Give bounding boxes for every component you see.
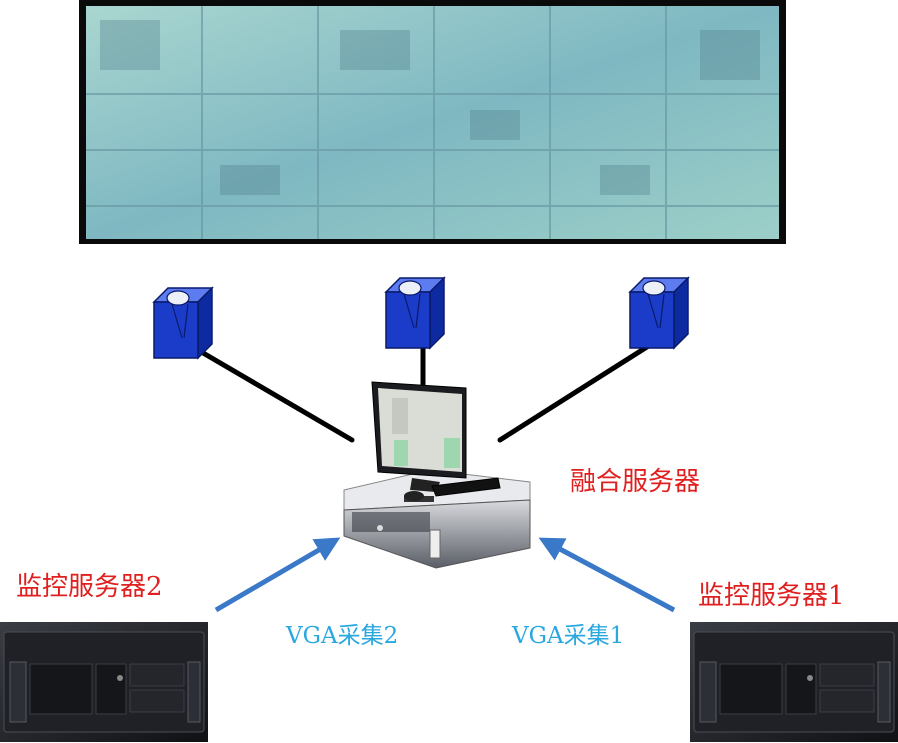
fusion-server-workstation xyxy=(343,381,531,569)
label-monitor-server-1: 监控服务器1 xyxy=(698,581,845,611)
projector-right-icon xyxy=(629,277,689,349)
video-wall xyxy=(79,0,786,244)
label-vga-capture-2: VGA采集2 xyxy=(286,623,399,649)
label-vga-capture-1: VGA采集1 xyxy=(512,623,625,649)
cable-left xyxy=(195,347,355,443)
label-monitor-server-2: 监控服务器2 xyxy=(16,572,163,602)
arrow-vga-2 xyxy=(214,537,341,613)
cables xyxy=(195,342,653,443)
arrow-vga-1 xyxy=(538,537,676,613)
monitor-server-2-icon xyxy=(0,621,209,743)
projector-left-icon xyxy=(153,287,213,359)
monitor-server-1-icon xyxy=(689,621,898,743)
projector-center-icon xyxy=(385,277,445,349)
label-fusion-server: 融合服务器 xyxy=(570,467,701,497)
cable-right xyxy=(497,342,653,443)
